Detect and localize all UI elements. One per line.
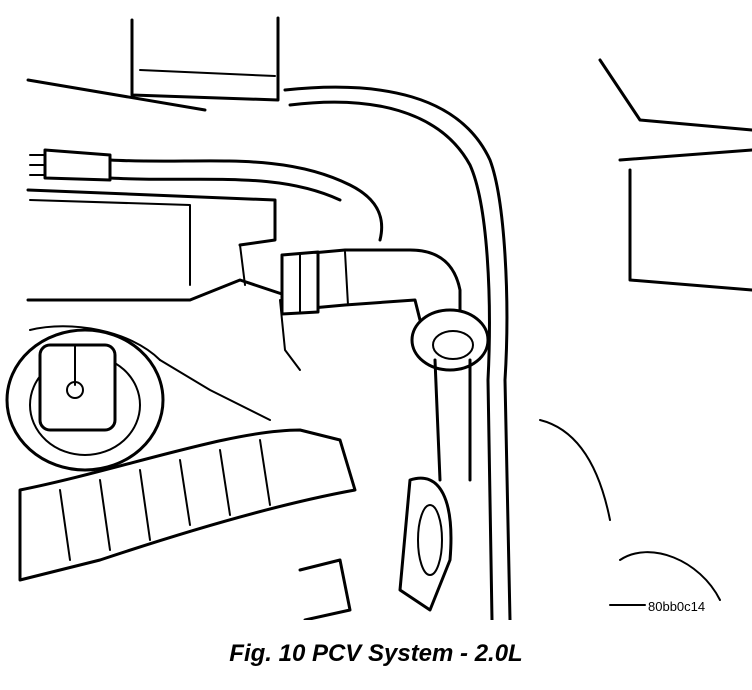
lower-breather-tube	[18, 428, 357, 582]
pcv-system-illustration: 80bb0c14	[5, 16, 752, 620]
figure-code: 80bb0c14	[648, 599, 705, 614]
wiring-harness	[29, 148, 384, 242]
line-drawing: 80bb0c14	[5, 16, 752, 620]
top-cover-block	[130, 16, 280, 102]
figure-caption: Fig. 10 PCV System - 2.0L	[229, 640, 523, 667]
pcv-valve	[410, 308, 490, 482]
vacuum-hose	[283, 85, 512, 620]
pcv-hose-elbow	[280, 248, 462, 322]
oil-filler-cap	[5, 328, 165, 472]
battery-box	[598, 58, 752, 292]
lower-components	[298, 419, 721, 620]
figure-code-label: 80bb0c14	[609, 599, 705, 614]
